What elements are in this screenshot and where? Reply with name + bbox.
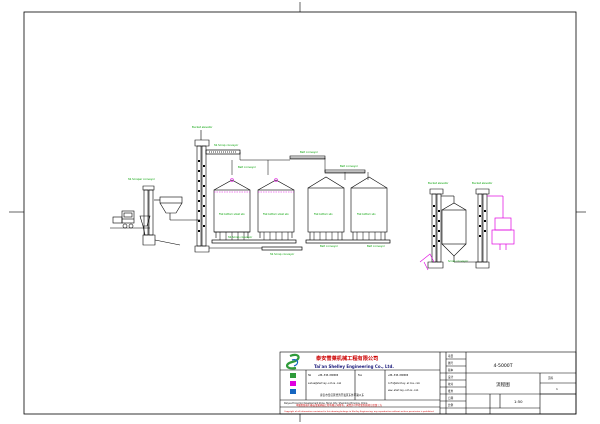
belt-conveyor-bottom-2-label: Belt conveyor [367, 244, 386, 248]
cleaner-unit [154, 196, 200, 246]
silo-2-inlet-marker [274, 178, 278, 182]
version-label: 版本 [448, 368, 454, 372]
right-silo [441, 195, 467, 262]
center-marks [9, 2, 586, 422]
sheet-label: 图号 [448, 361, 454, 365]
address-en: Daiyue Economic Development Zone, Tai'an… [284, 402, 368, 405]
silo-3 [307, 176, 345, 240]
copyright-en: Copyright of all information contained i… [284, 410, 434, 413]
scraper-conveyor-left-label: SS Scraper conveyor [128, 177, 156, 181]
main-elevator-buckets [198, 160, 205, 232]
page-number: 1 [556, 387, 558, 391]
silo-4-label: Flat bottom silo [357, 213, 376, 216]
small-silo-outlets [219, 232, 289, 240]
silo-1-inlet-marker [230, 178, 234, 182]
left-bucket-elevator [142, 185, 156, 246]
silo-2-label: Flat bottom small silo [263, 213, 289, 216]
drawing-number: 4-5000T [493, 363, 512, 369]
right-elevator-1-label: Bucket elevator [428, 181, 449, 185]
belt-conveyor-1-label: Belt conveyor [238, 165, 257, 169]
page-label: 页码 [548, 376, 554, 380]
contact-icons [290, 373, 296, 394]
approved-label: 批准 [448, 389, 454, 393]
right-elevator-1 [427, 188, 444, 269]
packing-unit [487, 195, 515, 250]
fax-label: Fax [358, 374, 363, 377]
silo-3-label: Flat bottom silo [314, 213, 333, 216]
main-bucket-elevator [194, 130, 210, 253]
bottom-scraper-conveyor-1 [211, 239, 297, 244]
website: www.shelley-silos.com [388, 389, 419, 392]
company-name-cn: 泰安雪莱机械工程有限公司 [315, 354, 378, 362]
right-elevator-2-label: Bucket elevator [472, 181, 493, 185]
company-name-en: Tai'an Shelley Engineering Co., Ltd. [314, 364, 394, 369]
large-silo-outlets [313, 232, 382, 240]
scale-value: 1:50 [514, 399, 523, 404]
belt-conveyor-3-label: Belt conveyor [340, 164, 359, 168]
tel-value: +86-538-000000 [318, 374, 339, 377]
checked-label: 校对 [448, 382, 454, 386]
belt-conveyor-bottom-label: Belt conveyor [320, 244, 339, 248]
email-1: sales@shelley-silos.com [308, 382, 342, 385]
silo-2 [257, 179, 295, 238]
scale-label: 比例 [448, 403, 454, 407]
right-scraper-label: Scrap conveyor [448, 259, 469, 263]
belt-conveyor-3 [324, 169, 366, 174]
silo-4 [350, 176, 388, 240]
fax-value: +86-538-000000 [388, 374, 409, 377]
project-label: 项目 [448, 354, 454, 358]
right-intake-hopper [419, 253, 435, 271]
right-elevator-1-buckets [433, 205, 440, 247]
title-block [279, 351, 577, 415]
drawing-frame [23, 11, 577, 415]
date-label: 日期 [448, 396, 454, 400]
bucket-elevator-main-label: Bucket elevator [192, 125, 213, 129]
designed-label: 设计 [448, 375, 454, 379]
company-logo [286, 353, 300, 370]
bottom-scraper-conveyor-2 [261, 246, 303, 251]
scraper-conveyor-top-label: SS Scrap conveyor [214, 143, 239, 147]
tel-label: Tel [308, 374, 312, 377]
scraper-conveyor-bottom-1-label: SS Scrap conveyor [228, 235, 253, 239]
top-distribution-lines [231, 152, 369, 180]
copyright-cn: 本图纸版权归泰安雪莱机械工程有限公司所有，未经许可不得复制或转让给第三方 [296, 403, 383, 407]
bottom-belt-conveyor [305, 239, 391, 244]
top-scraper-conveyor [205, 149, 241, 155]
silo-1 [213, 179, 251, 238]
drawing-title: 流程图 [496, 381, 510, 388]
scraper-conveyor-bottom-2-label: SS Scrap conveyor [270, 252, 295, 256]
belt-conveyor-2-label: Belt conveyor [300, 150, 319, 154]
address-cn: 泰安市岱岳区经济开发区东外环路以东 [320, 393, 365, 397]
silo-1-label: Flat bottom small silo [219, 213, 245, 216]
right-elevator-2 [454, 188, 490, 269]
right-elevator-2-buckets [479, 205, 486, 237]
truck-intake [110, 210, 151, 236]
belt-conveyor-1 [289, 155, 326, 160]
email-2: info@shelley-silos.com [388, 382, 420, 385]
